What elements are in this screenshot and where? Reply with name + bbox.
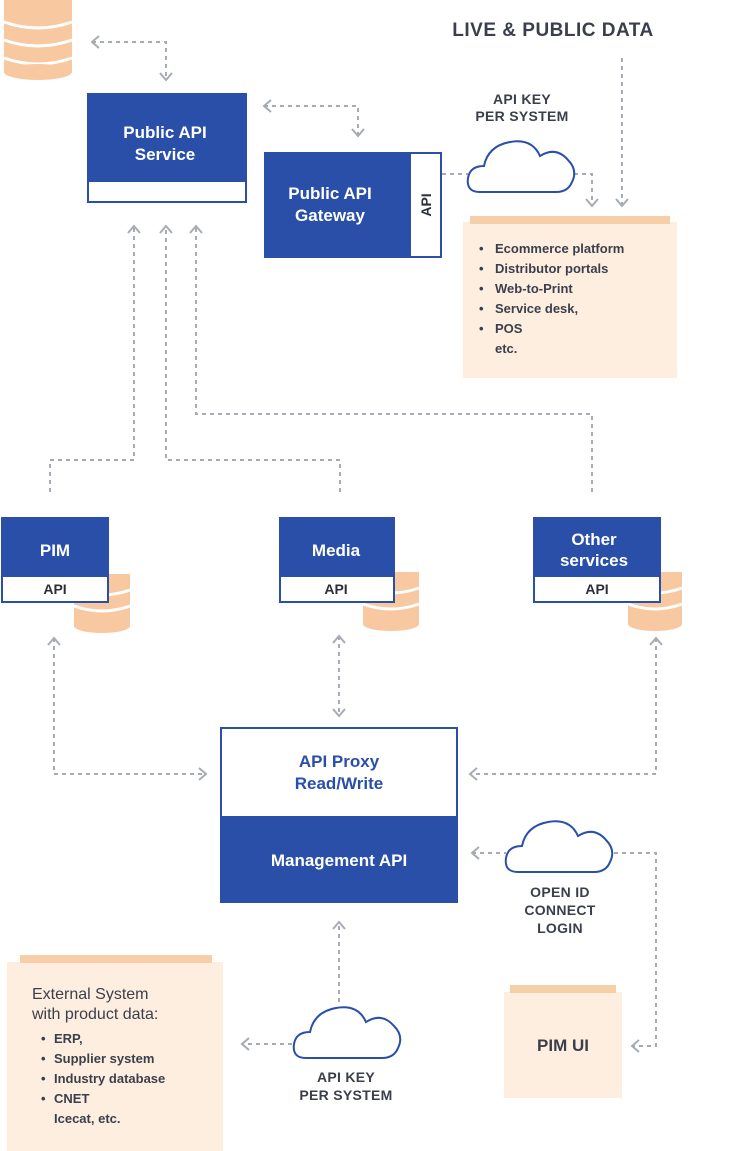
pim-title: PIM xyxy=(40,541,70,560)
media-title: Media xyxy=(312,541,361,560)
public-api-gateway-title-line1: Public API xyxy=(288,184,371,203)
external-list-bullet: • xyxy=(41,1031,46,1046)
database-icon xyxy=(3,0,73,80)
consumer-list-bullet: • xyxy=(479,301,484,316)
other-services-title-line1: Other xyxy=(571,530,617,549)
external-list-item: CNET xyxy=(54,1091,89,1106)
public-api-service-box: Public API Service xyxy=(87,93,247,203)
public-api-gateway-title-line2: Gateway xyxy=(295,206,365,225)
cloud-icon xyxy=(292,1006,402,1059)
pim-ui-box: PIM UI xyxy=(504,985,622,1098)
other-services-title-line2: services xyxy=(560,551,628,570)
consumer-list-item: Distributor portals xyxy=(495,261,608,276)
consumer-systems-box: • Ecommerce platform • Distributor portals •… xyxy=(463,216,677,378)
consumer-list-bullet: • xyxy=(479,261,484,276)
external-system-box: External System with product data: • ERP,… xyxy=(7,955,223,1151)
external-list-item: Industry database xyxy=(54,1071,165,1086)
api-proxy-line2: Read/Write xyxy=(295,774,384,793)
external-list-item: ERP, xyxy=(54,1031,83,1046)
public-api-service-title-line1: Public API xyxy=(123,123,206,142)
consumer-list-item: Ecommerce platform xyxy=(495,241,624,256)
consumer-list-item: Service desk, xyxy=(495,301,578,316)
external-list-bullet: • xyxy=(41,1071,46,1086)
cloud-icon xyxy=(504,820,614,873)
media-api-label: API xyxy=(324,581,347,597)
consumer-list-item: Web-to-Print xyxy=(495,281,573,296)
api-proxy-box: API Proxy Read/Write Management API xyxy=(220,727,458,903)
api-key-top-line2: PER SYSTEM xyxy=(475,108,568,124)
other-services-box: Other services API xyxy=(533,517,683,631)
media-box: Media API xyxy=(279,517,420,631)
external-list-bullet: • xyxy=(41,1091,46,1106)
consumer-etc: etc. xyxy=(495,341,517,356)
external-title-line2: with product data: xyxy=(31,1006,158,1023)
external-title-line1: External System xyxy=(32,986,148,1003)
connectors xyxy=(47,35,663,1053)
openid-line3: LOGIN xyxy=(537,920,583,936)
openid-line2: CONNECT xyxy=(524,902,595,918)
consumer-list-bullet: • xyxy=(479,321,484,336)
public-api-gateway-box: Public API Gateway API xyxy=(264,152,442,258)
cloud-icon xyxy=(466,140,576,193)
consumer-list-bullet: • xyxy=(479,241,484,256)
pim-api-label: API xyxy=(43,581,66,597)
gateway-api-label: API xyxy=(418,193,434,216)
external-list-item: Supplier system xyxy=(54,1051,154,1066)
api-proxy-line1: API Proxy xyxy=(299,752,380,771)
api-key-top-line1: API KEY xyxy=(493,91,551,107)
api-key-bottom-line2: PER SYSTEM xyxy=(299,1087,392,1103)
management-api-label: Management API xyxy=(271,851,407,870)
external-etc: Icecat, etc. xyxy=(54,1111,121,1126)
public-api-service-title-line2: Service xyxy=(135,145,196,164)
openid-line1: OPEN ID xyxy=(530,884,590,900)
pim-ui-label: PIM UI xyxy=(537,1036,589,1055)
api-key-bottom-line1: API KEY xyxy=(317,1069,375,1085)
consumer-list-item: POS xyxy=(495,321,523,336)
external-list-bullet: • xyxy=(41,1051,46,1066)
consumer-list-bullet: • xyxy=(479,281,484,296)
diagram-title: LIVE & PUBLIC DATA xyxy=(452,20,653,41)
pim-box: PIM API xyxy=(1,517,131,633)
other-services-api-label: API xyxy=(585,581,608,597)
